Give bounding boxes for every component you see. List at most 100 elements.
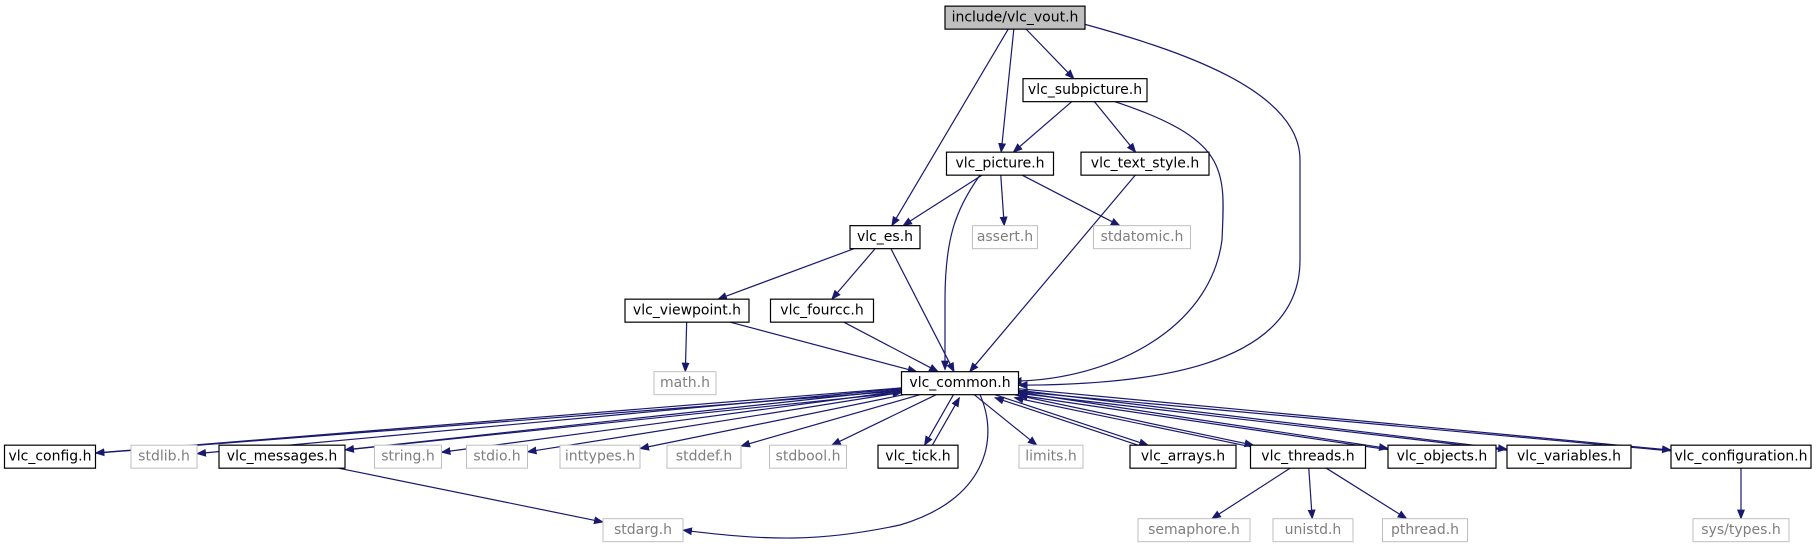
node-pthread[interactable]: pthread.h: [1382, 518, 1468, 543]
edge-common-to-arrays: [994, 394, 1150, 447]
edge-messages-to-stdarg: [338, 467, 604, 525]
edge-es-to-fourcc: [831, 248, 876, 300]
node-semaphore[interactable]: semaphore.h: [1137, 518, 1251, 543]
node-box-assert: [972, 225, 1038, 250]
node-box-config: [3, 444, 97, 469]
node-stdlib[interactable]: stdlib.h: [130, 444, 198, 469]
edge-common-to-string: [440, 390, 902, 455]
node-configuration[interactable]: vlc_configuration.h: [1670, 444, 1812, 469]
node-config[interactable]: vlc_config.h: [3, 444, 97, 469]
node-box-text_style: [1080, 151, 1210, 176]
node-subpicture[interactable]: vlc_subpicture.h: [1022, 78, 1148, 103]
node-stdatomic[interactable]: stdatomic.h: [1093, 225, 1191, 250]
edge-configuration-to-common: [1017, 388, 1672, 452]
edge-es-to-common: [890, 248, 955, 373]
node-label-fourcc: vlc_fourcc.h: [780, 303, 863, 319]
edge-vout-to-es: [891, 28, 1009, 227]
node-box-stddef: [666, 444, 742, 469]
node-box-tick: [877, 444, 959, 469]
edge-common-to-stdbool: [830, 394, 937, 446]
edge-picture-to-common: [941, 174, 981, 371]
node-box-stdlib: [130, 444, 198, 469]
edge-common-to-stdio: [526, 391, 902, 455]
node-box-unistd: [1272, 518, 1354, 543]
node-systypes[interactable]: sys/types.h: [1692, 518, 1790, 543]
node-string[interactable]: string.h: [374, 444, 442, 469]
node-unistd[interactable]: unistd.h: [1272, 518, 1354, 543]
node-label-limits: limits.h: [1025, 449, 1076, 465]
node-label-subpicture: vlc_subpicture.h: [1028, 82, 1142, 98]
edge-threads-to-unistd: [1307, 468, 1316, 520]
node-box-es: [849, 225, 921, 250]
node-box-stdatomic: [1093, 225, 1191, 250]
node-label-stdio: stdio.h: [473, 449, 520, 465]
edge-threads-to-semaphore: [1210, 467, 1291, 520]
node-label-semaphore: semaphore.h: [1148, 522, 1240, 538]
node-es[interactable]: vlc_es.h: [849, 225, 921, 250]
edge-common-to-threads: [1014, 394, 1255, 448]
edge-common-to-inttypes: [639, 394, 904, 451]
edge-threads-to-common: [1013, 395, 1251, 448]
node-stdbool[interactable]: stdbool.h: [769, 444, 847, 469]
edge-common-to-stddef: [740, 394, 921, 448]
node-tick[interactable]: vlc_tick.h: [877, 444, 959, 469]
node-box-objects: [1387, 444, 1497, 469]
node-label-text_style: vlc_text_style.h: [1091, 156, 1199, 172]
node-stddef[interactable]: stddef.h: [666, 444, 742, 469]
edge-threads-to-pthread: [1325, 467, 1408, 520]
node-box-limits: [1018, 444, 1084, 469]
node-label-tick: vlc_tick.h: [885, 449, 950, 465]
node-objects[interactable]: vlc_objects.h: [1387, 444, 1497, 469]
node-box-configuration: [1670, 444, 1812, 469]
node-label-picture: vlc_picture.h: [955, 156, 1044, 172]
node-label-pthread: pthread.h: [1391, 522, 1459, 538]
node-box-stdbool: [769, 444, 847, 469]
node-label-stdarg: stdarg.h: [614, 522, 672, 538]
node-arrays[interactable]: vlc_arrays.h: [1129, 444, 1237, 469]
node-stdarg[interactable]: stdarg.h: [602, 518, 684, 543]
edge-vout-to-subpicture: [1025, 28, 1075, 80]
node-label-messages: vlc_messages.h: [227, 449, 337, 465]
node-label-stdlib: stdlib.h: [138, 449, 190, 465]
node-fourcc[interactable]: vlc_fourcc.h: [769, 298, 875, 323]
node-variables[interactable]: vlc_variables.h: [1506, 444, 1632, 469]
edge-vout-to-picture: [998, 29, 1015, 154]
edge-subpicture-to-common: [1011, 101, 1224, 386]
node-label-string: string.h: [381, 449, 435, 465]
node-box-string: [374, 444, 442, 469]
node-label-es: vlc_es.h: [857, 229, 913, 245]
node-text_style[interactable]: vlc_text_style.h: [1080, 151, 1210, 176]
edge-common-to-tick: [924, 394, 954, 447]
edge-fourcc-to-common: [843, 321, 940, 373]
node-picture[interactable]: vlc_picture.h: [945, 151, 1055, 176]
node-box-picture: [945, 151, 1055, 176]
node-assert[interactable]: assert.h: [972, 225, 1038, 250]
edge-arrays-to-common: [993, 396, 1139, 446]
node-limits[interactable]: limits.h: [1018, 444, 1084, 469]
node-box-subpicture: [1022, 78, 1148, 103]
node-box-pthread: [1382, 518, 1468, 543]
node-box-variables: [1506, 444, 1632, 469]
node-label-inttypes: inttypes.h: [565, 449, 635, 465]
node-label-arrays: vlc_arrays.h: [1141, 449, 1225, 465]
node-messages[interactable]: vlc_messages.h: [218, 444, 346, 469]
edge-tick-to-common: [931, 396, 960, 446]
node-common[interactable]: vlc_common.h: [900, 371, 1020, 396]
edge-common-to-config: [94, 387, 902, 457]
node-label-stdbool: stdbool.h: [776, 449, 841, 465]
edge-es-to-viewpoint: [717, 248, 855, 300]
node-label-configuration: vlc_configuration.h: [1674, 449, 1807, 465]
edge-common-to-stdlib: [196, 387, 902, 457]
edge-picture-to-stdatomic: [1021, 174, 1121, 227]
node-stdio[interactable]: stdio.h: [466, 444, 528, 469]
node-inttypes[interactable]: inttypes.h: [559, 444, 641, 469]
node-math[interactable]: math.h: [653, 371, 717, 396]
node-viewpoint[interactable]: vlc_viewpoint.h: [624, 298, 750, 323]
edge-common-to-stdarg: [682, 394, 989, 539]
node-label-config: vlc_config.h: [8, 449, 91, 465]
node-threads[interactable]: vlc_threads.h: [1249, 444, 1367, 469]
node-box-viewpoint: [624, 298, 750, 323]
node-box-fourcc: [769, 298, 875, 323]
node-vout[interactable]: include/vlc_vout.h: [944, 5, 1086, 30]
